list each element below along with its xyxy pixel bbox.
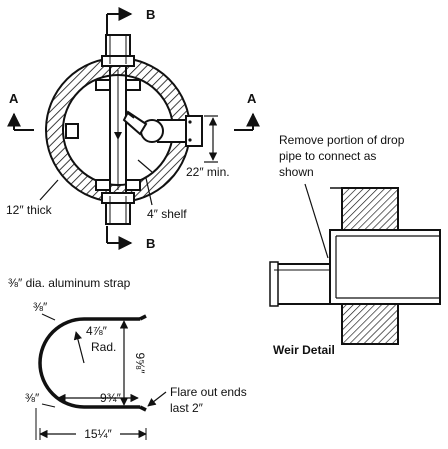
flow-arrow-icon <box>114 132 122 140</box>
strap-detail: ⅜″ dia. aluminum strap 4⅞″ Rad. ⅜″ 9⅝″ 9… <box>8 276 247 441</box>
min-depth-label: 22″ min. <box>186 165 230 179</box>
weir-detail: Remove portion of drop pipe to connect a… <box>269 133 441 357</box>
strap-total-length: 15¼″ <box>84 427 112 441</box>
section-b-bottom: B <box>106 226 155 251</box>
strap-title: ⅜″ dia. aluminum strap <box>8 276 131 290</box>
strap-radius-label: Rad. <box>91 340 116 354</box>
section-a-left: A <box>6 91 34 131</box>
strap-top-offset: ⅜″ <box>33 300 48 314</box>
wall-thickness-label: 12″ thick <box>6 203 53 217</box>
strap-shape <box>38 317 140 409</box>
flare-line2: last 2″ <box>170 401 204 415</box>
section-a-right-label: A <box>247 91 257 106</box>
section-b-bottom-label: B <box>146 236 155 251</box>
side-inlet-pipe <box>122 110 203 147</box>
weir-note-line2: pipe to connect as <box>279 149 376 163</box>
shelf-label: 4″ shelf <box>147 207 187 221</box>
weir-detail-title: Weir Detail <box>273 343 335 357</box>
strap-radius-value: 4⅞″ <box>86 324 108 338</box>
section-a-right: A <box>234 91 260 131</box>
step-left <box>65 123 79 139</box>
weir-note-line1: Remove portion of drop <box>279 133 405 147</box>
drop-pipe <box>329 229 441 305</box>
strap-bottom-offset: ⅜″ <box>25 391 40 405</box>
inlet-pipe <box>273 263 331 305</box>
inlet-pipe-top <box>101 34 135 67</box>
weir-note-line3: shown <box>279 165 314 179</box>
outlet-pipe-bottom <box>101 192 135 225</box>
manhole-plan: 22″ min. A A B B 12″ thick 4″ shelf <box>6 7 260 251</box>
section-b-top-label: B <box>146 7 155 22</box>
strap-height: 9⅝″ <box>133 353 147 375</box>
section-b-top: B <box>106 7 155 34</box>
section-a-left-label: A <box>9 91 19 106</box>
strap-leg-length: 9¾″ <box>100 391 122 405</box>
flare-line1: Flare out ends <box>170 385 247 399</box>
